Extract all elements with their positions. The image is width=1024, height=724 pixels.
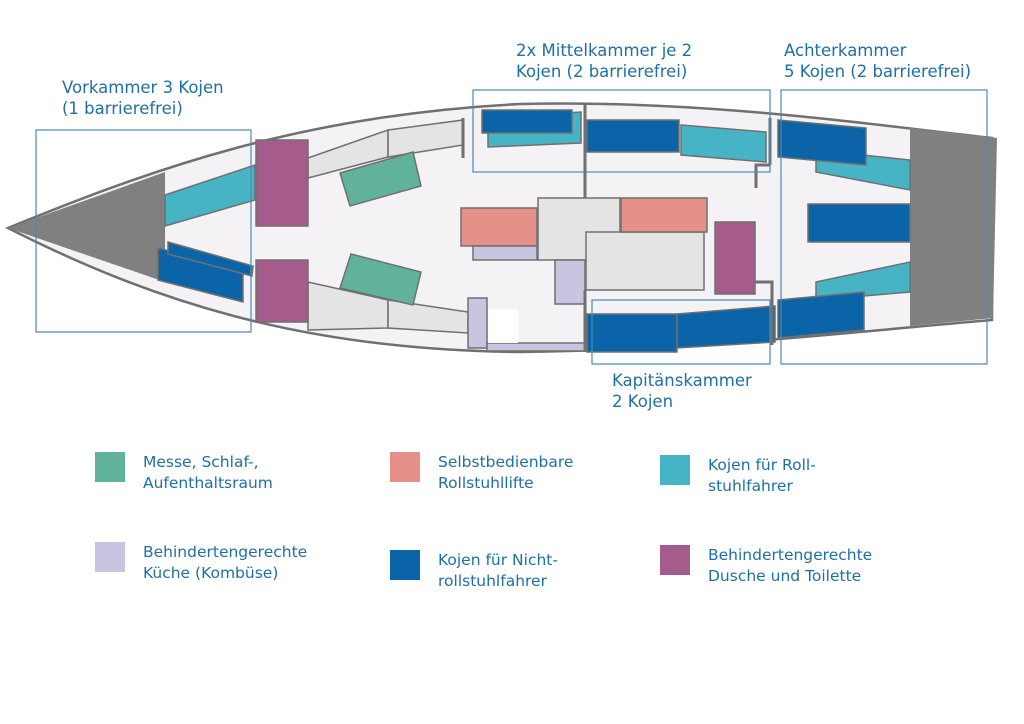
shower-toilet <box>714 221 756 295</box>
bunk <box>167 241 254 277</box>
wheelchair-bunk <box>680 124 767 163</box>
kitchen-swatch-icon <box>95 542 125 572</box>
wheelchair-bunk <box>164 163 256 227</box>
legend-label: Messe, Schlaf-, Aufenthaltsraum <box>143 452 273 494</box>
legend-item-lift: Selbstbedienbare Rollstuhllifte <box>390 452 573 494</box>
caption-achterkammer: Achterkammer 5 Kojen (2 barrierefrei) <box>784 40 971 82</box>
cabin-frames <box>35 89 988 365</box>
furniture-galley-counter <box>585 231 705 291</box>
legend-line: Rollstuhllifte <box>438 474 534 492</box>
shower-toilet <box>255 259 309 323</box>
kitchen-white-box <box>488 309 518 343</box>
kitchen-counter <box>467 297 488 349</box>
bulkhead <box>754 163 770 188</box>
messe-table <box>339 253 422 306</box>
caption-line: (1 barrierefrei) <box>62 99 183 118</box>
legend-label: Behindertengerechte Dusche und Toilette <box>708 545 872 587</box>
caption-vorkammer: Vorkammer 3 Kojen (1 barrierefrei) <box>62 77 224 119</box>
legend-line: rollstuhlfahrer <box>438 572 547 590</box>
legend-line: Kojen für Roll- <box>708 456 816 474</box>
shower-swatch-icon <box>660 545 690 575</box>
kitchen-counter <box>486 342 586 352</box>
bunk <box>586 313 678 353</box>
legend-line: stuhlfahrer <box>708 477 793 495</box>
caption-line: Vorkammer 3 Kojen <box>62 78 224 97</box>
legend-item-shower: Behindertengerechte Dusche und Toilette <box>660 545 872 587</box>
legend-line: Selbstbedienbare <box>438 453 574 471</box>
standard-bunks <box>157 109 911 353</box>
frame-mittelkammer <box>472 89 771 173</box>
wheelchair-lift <box>460 207 538 247</box>
legend-item-kitchen: Behindertengerechte Küche (Kombüse) <box>95 542 307 584</box>
caption-line: Achterkammer <box>784 41 907 60</box>
legend-label: Kojen für Nicht- rollstuhlfahrer <box>438 550 558 592</box>
legend-item-bunk: Kojen für Nicht- rollstuhlfahrer <box>390 550 558 592</box>
wheelchair-bunk-swatch-icon <box>660 455 690 485</box>
wheelchair-lift <box>620 197 708 233</box>
legend-item-wheelchair-bunk: Kojen für Roll- stuhlfahrer <box>660 455 816 497</box>
kitchen-counter <box>554 259 586 305</box>
caption-kapitaenskammer: Kapitänskammer 2 Kojen <box>612 370 752 412</box>
legend-label: Kojen für Roll- stuhlfahrer <box>708 455 816 497</box>
bunk-swatch-icon <box>390 550 420 580</box>
bunk <box>777 291 865 339</box>
bunk <box>586 119 680 153</box>
legend-label: Behindertengerechte Küche (Kombüse) <box>143 542 307 584</box>
legend-line: Behindertengerechte <box>143 543 308 561</box>
bunk <box>481 109 573 134</box>
legend-line: Küche (Kombüse) <box>143 564 279 582</box>
legend-label: Selbstbedienbare Rollstuhllifte <box>438 452 573 494</box>
caption-line: Kapitänskammer <box>612 371 752 390</box>
frame-kapitaenskammer <box>591 299 771 365</box>
caption-mittelkammer: 2x Mittelkammer je 2 Kojen (2 barrierefr… <box>516 40 692 82</box>
wheelchair-bunk <box>815 261 911 301</box>
lift-swatch-icon <box>390 452 420 482</box>
legend-line: Dusche und Toilette <box>708 567 862 585</box>
bunk <box>807 203 911 243</box>
messe-table <box>339 151 422 207</box>
frame-achterkammer <box>780 89 988 365</box>
frame-vorkammer <box>35 129 252 333</box>
legend-item-messe: Messe, Schlaf-, Aufenthaltsraum <box>95 452 273 494</box>
caption-line: 2x Mittelkammer je 2 <box>516 41 693 60</box>
shower-toilet <box>255 139 309 227</box>
bow-end <box>8 172 165 282</box>
caption-line: 5 Kojen (2 barrierefrei) <box>784 62 972 81</box>
messe-swatch-icon <box>95 452 125 482</box>
legend-line: Behindertengerechte <box>708 546 873 564</box>
bunk <box>676 305 776 349</box>
legend-line: Messe, Schlaf-, <box>143 453 259 471</box>
stern-end <box>910 128 997 326</box>
caption-line: 2 Kojen <box>612 392 674 411</box>
bunk <box>777 119 867 166</box>
legend-line: Aufenthaltsraum <box>143 474 273 492</box>
kitchen-counter <box>472 245 538 261</box>
caption-line: Kojen (2 barrierefrei) <box>516 62 688 81</box>
bulkhead <box>755 280 774 345</box>
legend-line: Kojen für Nicht- <box>438 551 558 569</box>
